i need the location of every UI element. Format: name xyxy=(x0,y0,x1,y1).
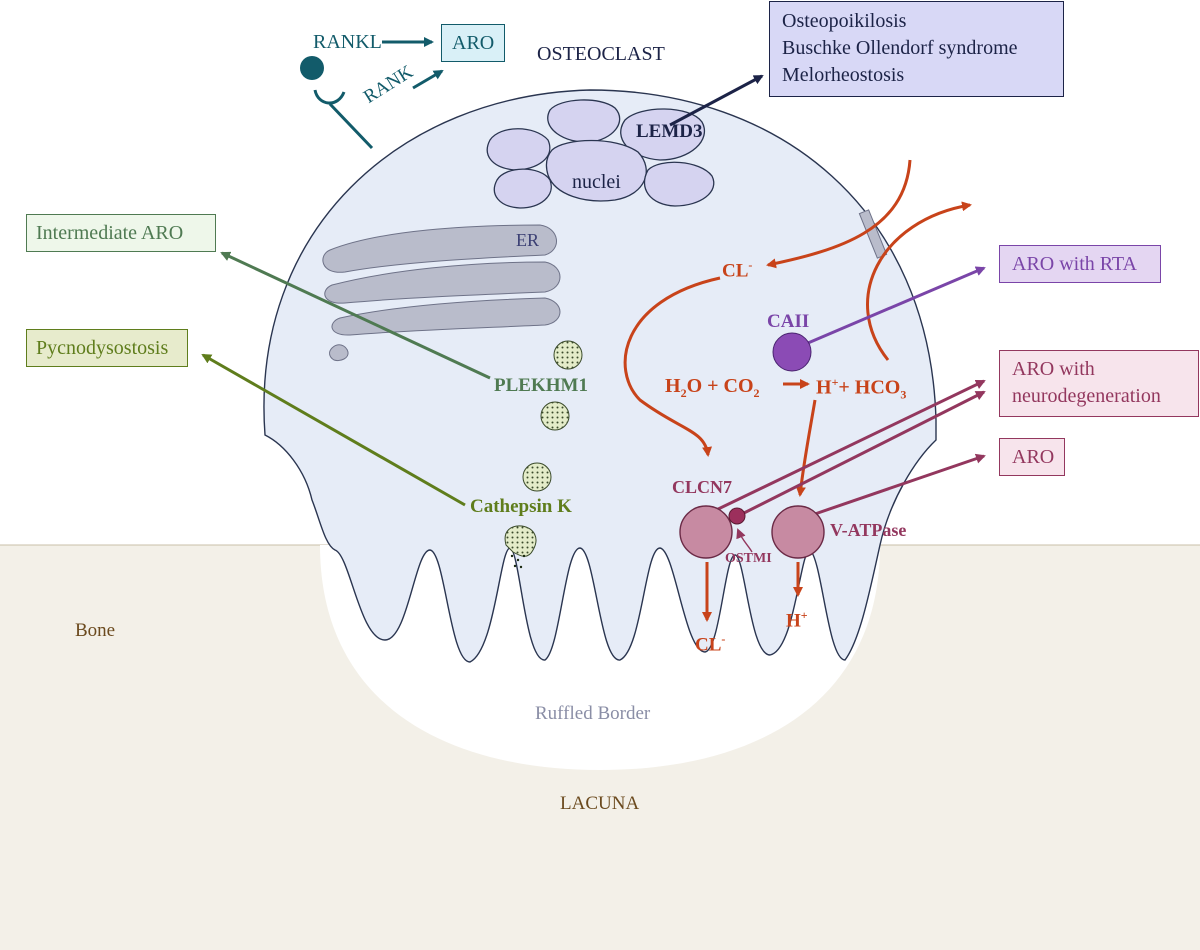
plekhm1-label: PLEKHM1 xyxy=(494,375,588,396)
cathepsin-k-arrow xyxy=(201,353,466,507)
clcn7-label: CLCN7 xyxy=(672,477,733,497)
osteoclast-title: OSTEOCLAST xyxy=(537,43,665,65)
hco3-exit-arrow xyxy=(866,201,972,361)
disease-buschke-ollendorf: Buschke Ollendorf syndrome xyxy=(782,37,1018,59)
ostm1-subunit xyxy=(728,507,746,525)
rank-receptor xyxy=(313,89,374,150)
nuclei-label: nuclei xyxy=(572,171,621,193)
cl-entry-arrow xyxy=(766,159,912,269)
ostm1-pointer xyxy=(736,528,753,553)
sclerosing-disease-box: Osteopoikilosis Buschke Ollendorf syndro… xyxy=(769,1,1064,97)
h-out-label: H+ xyxy=(786,608,808,632)
disease-melorheostosis: Melorheostosis xyxy=(782,64,905,86)
aro-neuro-box: ARO with neurodegeneration xyxy=(999,350,1199,417)
vatpase-label: V-ATPase xyxy=(830,520,907,540)
intermediate-aro-box: Intermediate ARO xyxy=(26,214,216,252)
clcn7-channel xyxy=(679,505,733,559)
lemd3-arrow xyxy=(669,74,764,127)
er-cisterna xyxy=(324,261,561,304)
plekhm1-arrow xyxy=(220,251,491,380)
nuclei-cluster xyxy=(486,99,715,209)
rank-arrow xyxy=(412,69,444,90)
pycnodysostosis-box: Pycnodysostosis xyxy=(26,329,188,367)
vatpase-pump xyxy=(771,505,825,559)
er-label: ER xyxy=(516,230,540,250)
bone-label: Bone xyxy=(75,620,116,641)
ostm1-label: OSTMI xyxy=(725,551,772,566)
aro-neuro-line-1: ARO with xyxy=(1012,358,1095,380)
cl-ion-label: CL- xyxy=(722,258,753,282)
aro-rta-box: ARO with RTA xyxy=(999,245,1161,283)
er-cisterna xyxy=(322,224,557,273)
cl-out-label: CL- xyxy=(695,632,726,656)
caii-arrow xyxy=(807,266,986,345)
caii-label: CAII xyxy=(767,311,810,332)
vesicle xyxy=(540,401,570,431)
clcn7-arrow xyxy=(711,379,986,514)
disease-osteopoikilosis: Osteopoikilosis xyxy=(782,10,907,32)
ruffled-border-label: Ruffled Border xyxy=(535,703,651,724)
ostm1-arrow xyxy=(741,390,986,516)
vesicle xyxy=(522,462,552,492)
lacuna-label: LACUNA xyxy=(560,793,640,814)
reaction-products: H++ HCO3 xyxy=(816,375,907,402)
reaction-equation: H2O + CO2 xyxy=(665,375,760,400)
er-fragment xyxy=(329,344,349,361)
er-cisterna xyxy=(331,297,561,336)
caii-enzyme xyxy=(772,332,812,372)
lemd3-label: LEMD3 xyxy=(636,121,703,142)
rankl-ligand xyxy=(300,56,324,80)
rankl-label: RANKL xyxy=(313,31,382,53)
vatpase-arrow xyxy=(811,453,986,517)
aro-box-right: ARO xyxy=(999,438,1065,476)
aro-neuro-line-2: neurodegeneration xyxy=(1012,385,1161,407)
cl-to-clcn7-arrow xyxy=(623,276,721,457)
cathepsin-k-label: Cathepsin K xyxy=(470,496,572,517)
fusing-vesicle xyxy=(504,525,537,557)
vesicle xyxy=(553,340,583,370)
aro-box-top: ARO xyxy=(441,24,505,62)
